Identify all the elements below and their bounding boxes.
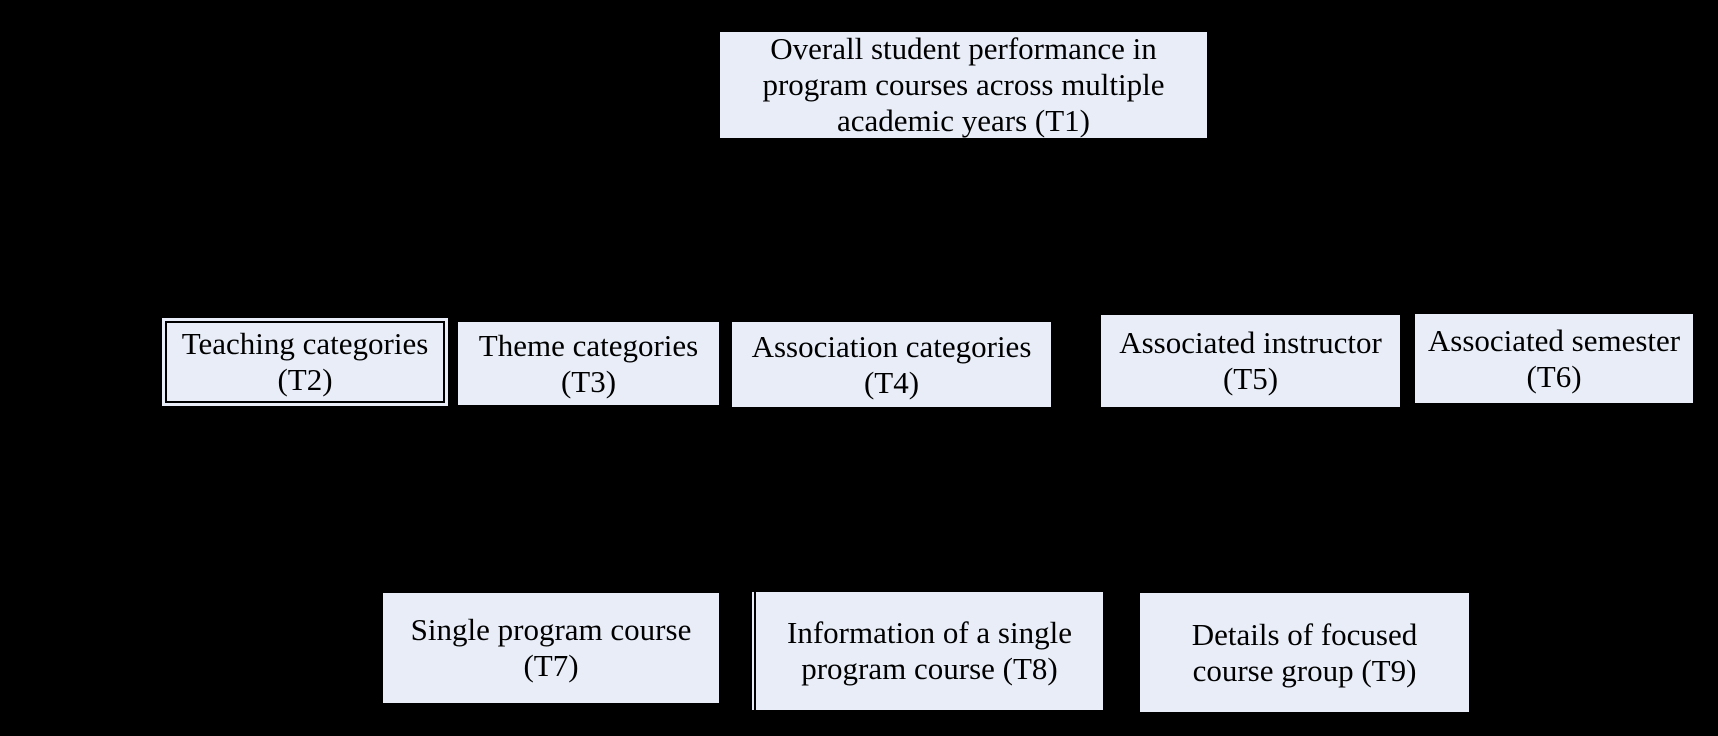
t7-label-line-1: Single program course	[410, 612, 692, 647]
t6-label-line-2: (T6)	[1526, 358, 1582, 394]
t8-label-line-1: Information of a single	[787, 615, 1072, 650]
t4-label-line-1: Association categories	[751, 328, 1032, 364]
t2-label-line-1: Teaching categories	[181, 326, 429, 361]
t3-label-line-2: (T3)	[560, 363, 617, 399]
t5-label-line-1: Associated instructor	[1119, 325, 1382, 360]
t4-label-line-2: (T4)	[863, 364, 920, 400]
t1-label-line-1: Overall student performance in	[770, 31, 1157, 66]
task-box-t6: Associated semester (T6)	[1415, 314, 1693, 403]
t9-label-line-2: course group (T9)	[1192, 652, 1417, 688]
task-box-t8: Information of a single program course (…	[754, 592, 1103, 710]
t8-label-line-2: program course (T8)	[801, 651, 1058, 686]
t5-label-line-2: (T5)	[1222, 361, 1279, 396]
task-box-t3: Theme categories (T3)	[458, 322, 719, 405]
task-box-t5: Associated instructor (T5)	[1101, 315, 1400, 407]
t1-label-line-3: academic years (T1)	[836, 103, 1090, 138]
t3-label-line-1: Theme categories	[478, 327, 699, 363]
task-box-t2: Teaching categories (T2)	[165, 321, 445, 403]
t1-label-line-2: program courses across multiple	[762, 67, 1165, 102]
task-box-t9: Details of focused course group (T9)	[1140, 593, 1469, 712]
t7-label-line-2: (T7)	[523, 648, 579, 683]
t9-label-line-1: Details of focused	[1191, 616, 1418, 652]
task-box-t1: Overall student performance in program c…	[720, 31, 1207, 138]
task-box-t7: Single program course (T7)	[383, 593, 719, 703]
task-box-t4: Association categories (T4)	[732, 322, 1051, 407]
t2-label-line-2: (T2)	[277, 362, 333, 397]
t6-label-line-1: Associated semester	[1427, 322, 1681, 358]
